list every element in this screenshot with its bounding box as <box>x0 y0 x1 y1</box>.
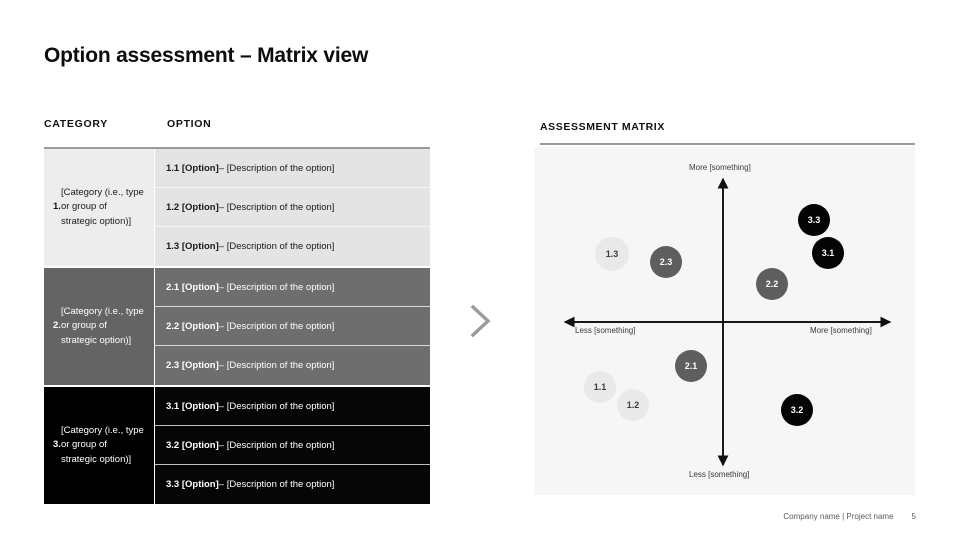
column-header-category: CATEGORY <box>44 118 108 130</box>
matrix-bubble-3-2[interactable]: 3.2 <box>781 394 813 426</box>
axis-label-bottom: Less [something] <box>689 470 750 479</box>
table-row[interactable]: 1.1 [Option] – [Description of the optio… <box>155 149 430 188</box>
category-number: 2. <box>53 320 61 332</box>
chevron-right-icon <box>466 302 494 340</box>
category-text: [Category (i.e., type or group of strate… <box>60 305 144 346</box>
table-group: 1. [Category (i.e., type or group of str… <box>44 149 430 266</box>
table-row[interactable]: 2.1 [Option] – [Description of the optio… <box>155 268 430 307</box>
slide-footer: Company name | Project name 5 <box>783 512 916 521</box>
axis-label-left: Less [something] <box>575 326 636 335</box>
category-number: 3. <box>53 439 61 451</box>
category-number: 1. <box>53 201 61 213</box>
option-description: – [Description of the option] <box>218 479 335 490</box>
category-text: [Category (i.e., type or group of strate… <box>60 424 144 465</box>
matrix-bubble-2-3[interactable]: 2.3 <box>650 246 682 278</box>
option-column: 3.1 [Option] – [Description of the optio… <box>155 387 430 504</box>
matrix-bubble-2-1[interactable]: 2.1 <box>675 350 707 382</box>
option-label: 3.1 [Option] <box>166 400 219 412</box>
page-number: 5 <box>911 512 916 521</box>
category-cell: 3. [Category (i.e., type or group of str… <box>44 387 155 504</box>
option-label: 3.3 [Option] <box>166 479 219 490</box>
option-label: 2.2 [Option] <box>166 320 219 332</box>
option-table: CATEGORY OPTION 1. [Category (i.e., type… <box>44 118 430 504</box>
table-row[interactable]: 3.3 [Option] – [Description of the optio… <box>155 465 430 504</box>
matrix-bubble-3-3[interactable]: 3.3 <box>798 204 830 236</box>
column-header-option: OPTION <box>167 118 212 130</box>
matrix-bubble-2-2[interactable]: 2.2 <box>756 268 788 300</box>
matrix-title: ASSESSMENT MATRIX <box>540 121 665 133</box>
page-title: Option assessment – Matrix view <box>44 44 369 67</box>
option-description: – [Description of the option] <box>218 201 335 213</box>
table-row[interactable]: 3.1 [Option] – [Description of the optio… <box>155 387 430 426</box>
option-label: 1.2 [Option] <box>166 201 219 213</box>
option-description: – [Description of the option] <box>218 360 335 371</box>
axis-label-top: More [something] <box>689 163 751 172</box>
table-header-divider <box>44 147 430 149</box>
option-column: 1.1 [Option] – [Description of the optio… <box>155 149 430 266</box>
table-column-headers: CATEGORY OPTION <box>44 118 430 140</box>
matrix-bubble-1-3[interactable]: 1.3 <box>595 237 629 271</box>
option-label: 1.1 [Option] <box>166 162 219 174</box>
option-label: 2.1 [Option] <box>166 281 219 293</box>
option-description: – [Description of the option] <box>218 400 335 412</box>
option-description: – [Description of the option] <box>218 241 335 252</box>
footer-text: Company name | Project name <box>783 512 894 521</box>
option-label: 3.2 [Option] <box>166 439 219 451</box>
category-cell: 1. [Category (i.e., type or group of str… <box>44 149 155 266</box>
option-description: – [Description of the option] <box>218 281 335 293</box>
category-text: [Category (i.e., type or group of strate… <box>60 186 144 227</box>
option-description: – [Description of the option] <box>218 439 335 451</box>
matrix-bubble-1-1[interactable]: 1.1 <box>584 371 616 403</box>
matrix-header-divider <box>540 143 915 145</box>
option-label: 1.3 [Option] <box>166 241 219 252</box>
table-row[interactable]: 3.2 [Option] – [Description of the optio… <box>155 426 430 465</box>
option-label: 2.3 [Option] <box>166 360 219 371</box>
table-group: 3. [Category (i.e., type or group of str… <box>44 385 430 504</box>
option-description: – [Description of the option] <box>218 162 335 174</box>
table-body: 1. [Category (i.e., type or group of str… <box>44 149 430 504</box>
category-cell: 2. [Category (i.e., type or group of str… <box>44 268 155 385</box>
table-row[interactable]: 1.3 [Option] – [Description of the optio… <box>155 227 430 266</box>
axis-label-right: More [something] <box>810 326 872 335</box>
matrix-bubble-3-1[interactable]: 3.1 <box>812 237 844 269</box>
option-column: 2.1 [Option] – [Description of the optio… <box>155 268 430 385</box>
matrix-plot-area <box>534 147 915 495</box>
table-row[interactable]: 2.3 [Option] – [Description of the optio… <box>155 346 430 385</box>
option-description: – [Description of the option] <box>218 320 335 332</box>
table-row[interactable]: 2.2 [Option] – [Description of the optio… <box>155 307 430 346</box>
table-group: 2. [Category (i.e., type or group of str… <box>44 266 430 385</box>
matrix-bubble-1-2[interactable]: 1.2 <box>617 389 649 421</box>
table-row[interactable]: 1.2 [Option] – [Description of the optio… <box>155 188 430 227</box>
